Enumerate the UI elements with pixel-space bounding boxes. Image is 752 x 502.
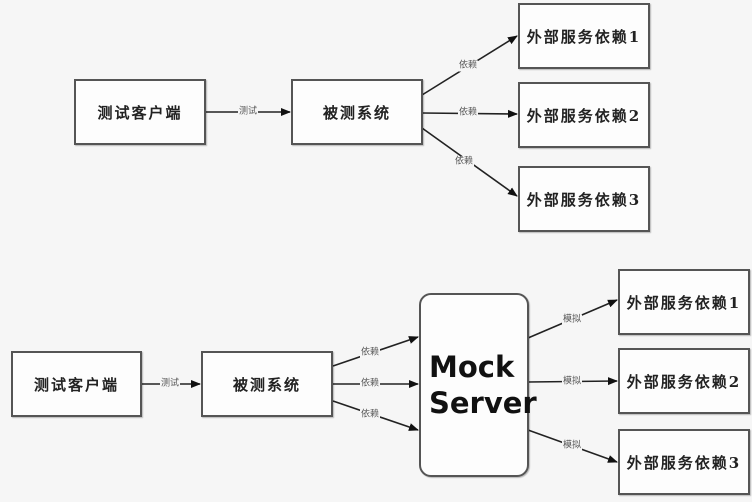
node-test-client-top: 测试客户端 <box>74 79 206 145</box>
node-label: 测试客户端 <box>97 103 183 122</box>
node-label: 外部服务依赖3 <box>626 453 742 472</box>
node-label: 外部服务依赖1 <box>526 27 642 46</box>
node-label: 外部服务依赖3 <box>526 190 642 209</box>
edge-label-system-ext2-top: 依赖 <box>457 107 479 119</box>
node-label: 外部服务依赖2 <box>526 106 642 125</box>
node-external-dependency-2-top: 外部服务依赖2 <box>518 82 650 148</box>
mock-label-line2: Server <box>429 386 537 420</box>
mock-server-label: Mock Server <box>429 349 537 421</box>
edge-label-system-mock-2: 依赖 <box>359 378 381 390</box>
node-mock-server: Mock Server <box>419 293 537 477</box>
node-test-client-bottom: 测试客户端 <box>11 351 142 417</box>
node-label: 被测系统 <box>232 375 301 394</box>
edge-label-system-ext1-top: 依赖 <box>457 60 479 72</box>
edge-label-mock-ext1: 模拟 <box>561 314 583 326</box>
edge-label-system-mock-1: 依赖 <box>359 347 381 359</box>
edge-label-system-mock-3: 依赖 <box>359 409 381 421</box>
node-external-dependency-3-bottom: 外部服务依赖3 <box>618 429 750 495</box>
edge-label-system-ext3-top: 依赖 <box>453 156 475 168</box>
node-system-under-test-top: 被测系统 <box>291 79 423 145</box>
node-label: 测试客户端 <box>33 375 119 394</box>
mock-label-line1: Mock <box>429 350 515 384</box>
edge-label-client-system-bottom: 测试 <box>159 378 181 390</box>
edge-label-mock-ext3: 模拟 <box>561 440 583 452</box>
edge-label-client-system-top: 测试 <box>237 106 259 118</box>
node-label: 外部服务依赖1 <box>626 293 742 312</box>
node-label: 外部服务依赖2 <box>626 372 742 391</box>
node-external-dependency-1-bottom: 外部服务依赖1 <box>618 269 750 335</box>
node-label: 被测系统 <box>322 103 391 122</box>
node-external-dependency-3-top: 外部服务依赖3 <box>518 166 650 232</box>
node-external-dependency-1-top: 外部服务依赖1 <box>518 3 650 69</box>
node-system-under-test-bottom: 被测系统 <box>201 351 333 417</box>
node-external-dependency-2-bottom: 外部服务依赖2 <box>618 348 750 414</box>
edge-label-mock-ext2: 模拟 <box>561 376 583 388</box>
